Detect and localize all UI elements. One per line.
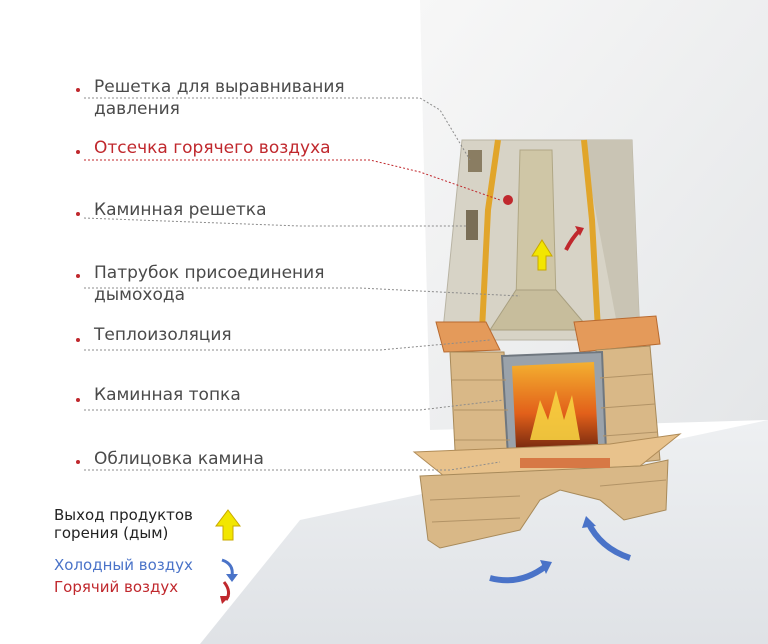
floor-cold-air-arrow bbox=[489, 563, 548, 584]
hearth-base bbox=[419, 459, 669, 549]
duct-smoke-arrow bbox=[531, 239, 553, 271]
smoke-legend-arrow bbox=[215, 509, 241, 541]
bullet bbox=[76, 338, 80, 342]
label-pressure-grille: Решетка для выравнивания давления bbox=[94, 77, 345, 119]
hearth-brick-strip bbox=[520, 458, 610, 468]
pressure-grille bbox=[468, 150, 482, 172]
bullet bbox=[76, 150, 80, 154]
legend-hot-air: Горячий воздух bbox=[54, 578, 179, 596]
cold-legend-arrow bbox=[221, 558, 234, 577]
mantel-left bbox=[435, 321, 501, 353]
bullet bbox=[76, 460, 80, 464]
insulation-left bbox=[479, 139, 501, 331]
bullet bbox=[76, 88, 80, 92]
smoke-duct bbox=[515, 149, 557, 301]
label-hot-air-cutoff: Отсечка горячего воздуха bbox=[94, 138, 331, 158]
label-firebox: Каминная топка bbox=[94, 385, 241, 405]
insulation-right bbox=[581, 139, 601, 331]
label-chimney-connector: Патрубок присоединения дымохода bbox=[94, 263, 325, 305]
bullet bbox=[76, 398, 80, 402]
stone-pattern bbox=[429, 373, 667, 523]
mantel-right bbox=[573, 315, 661, 353]
fireplace-grille bbox=[466, 210, 478, 240]
chimney-hood-side bbox=[582, 140, 640, 340]
label-thermal-insulation: Теплоизоляция bbox=[94, 325, 232, 345]
legend-smoke: Выход продуктов горения (дым) bbox=[54, 506, 193, 542]
label-fireplace-cladding: Облицовка камина bbox=[94, 449, 264, 469]
hot-air-cutoff bbox=[503, 195, 513, 205]
bullet bbox=[76, 274, 80, 278]
legend-cold-air: Холодный воздух bbox=[54, 556, 193, 574]
label-fireplace-grille: Каминная решетка bbox=[94, 200, 267, 220]
flames bbox=[530, 390, 580, 440]
leader-lines bbox=[83, 97, 521, 471]
bullet bbox=[76, 212, 80, 216]
